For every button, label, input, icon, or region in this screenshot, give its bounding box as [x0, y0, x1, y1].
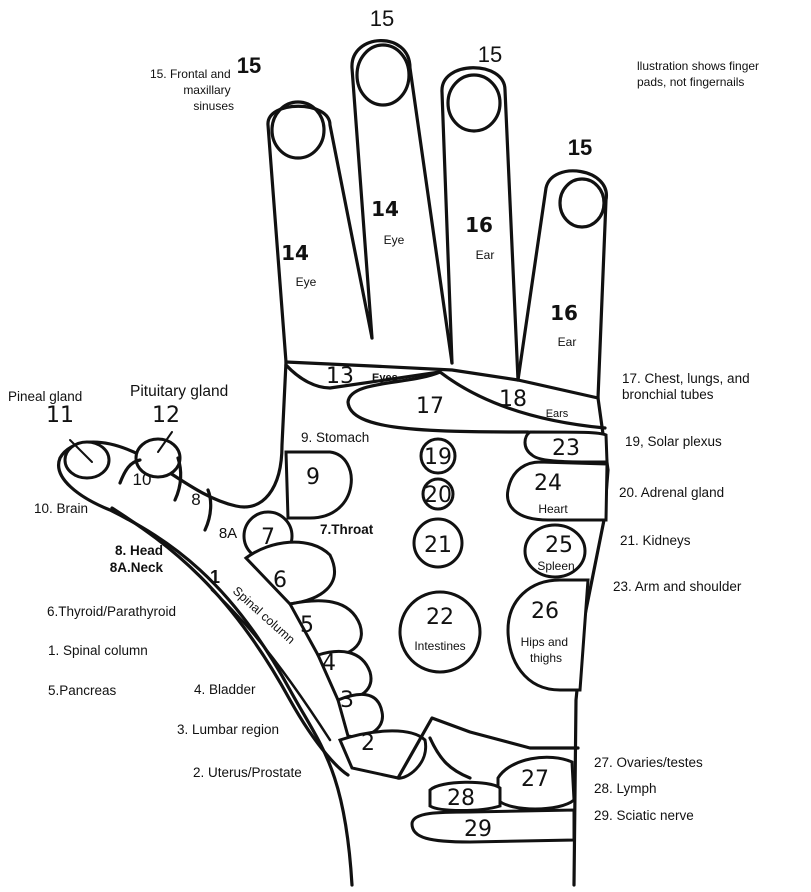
- label-16-ring: 16: [465, 213, 493, 237]
- pineal-label: Pineal gland: [8, 389, 82, 404]
- ovaries-label: 27. Ovaries/testes: [594, 755, 703, 770]
- label-19: 19: [424, 445, 452, 470]
- zone-11-shape: [65, 442, 109, 478]
- head-label: 8. Head: [115, 543, 163, 558]
- label-4: 4: [322, 651, 336, 676]
- thyroid-label: 6.Thyroid/Parathyroid: [47, 604, 176, 619]
- label-16-little: 16: [550, 301, 578, 325]
- label-15-top-center: 15: [370, 6, 394, 31]
- wrist-inner: [430, 738, 470, 778]
- label-8: 8: [191, 490, 200, 509]
- sinuses-label: 15. Frontal and maxillary sinuses: [150, 67, 234, 113]
- label-27: 27: [521, 767, 549, 792]
- sciatic-label: 29. Sciatic nerve: [594, 808, 694, 823]
- little-finger-outline: [518, 171, 606, 398]
- label-ear-little: Ear: [558, 335, 577, 349]
- label-26: 26: [531, 599, 559, 624]
- chest-label: 17. Chest, lungs, and bronchial tubes: [622, 371, 753, 402]
- little-finger-pad: [560, 179, 604, 227]
- label-eye-middle: Eye: [384, 233, 405, 247]
- index-finger-pad: [272, 102, 324, 158]
- pituitary-label: Pituitary gland: [130, 383, 228, 400]
- zone-22-shape: [400, 592, 480, 672]
- throat-label: 7.Throat: [320, 522, 374, 537]
- label-7: 7: [261, 525, 275, 550]
- label-18: 18: [499, 387, 527, 412]
- brain-label: 10. Brain: [34, 501, 88, 516]
- label-3: 3: [340, 688, 354, 713]
- neck-label: 8A.Neck: [110, 560, 164, 575]
- label-14-index: 14: [281, 241, 309, 265]
- uterus-label: 2. Uterus/Prostate: [193, 765, 302, 780]
- label-25-spleen: Spleen: [537, 559, 574, 573]
- label-13-eyes: Eyes: [372, 372, 398, 384]
- label-18-ears: Ears: [546, 408, 569, 420]
- label-29: 29: [464, 817, 492, 842]
- label-15-far-right: 15: [568, 135, 592, 160]
- label-24-heart: Heart: [538, 502, 568, 516]
- label-ear-ring: Ear: [476, 248, 495, 262]
- label-13: 13: [326, 364, 354, 389]
- stomach-label: 9. Stomach: [301, 430, 369, 445]
- label-9: 9: [306, 465, 320, 490]
- zone-29-shape: [412, 810, 574, 842]
- pancreas-label: 5.Pancreas: [48, 683, 117, 698]
- label-22: 22: [426, 605, 454, 630]
- label-17: 17: [416, 394, 444, 419]
- label-28: 28: [447, 786, 475, 811]
- label-12: 12: [152, 403, 180, 428]
- spinal-column-label: 1. Spinal column: [48, 643, 148, 658]
- kidneys-label: 21. Kidneys: [620, 533, 691, 548]
- arm-label: 23. Arm and shoulder: [613, 579, 742, 594]
- label-8a: 8A: [219, 525, 237, 542]
- label-25: 25: [545, 533, 573, 558]
- adrenal-label: 20. Adrenal gland: [619, 485, 724, 500]
- label-23: 23: [552, 436, 580, 461]
- label-11: 11: [46, 403, 74, 428]
- label-2: 2: [361, 731, 375, 756]
- label-15-top-left: 15: [237, 53, 261, 78]
- middle-finger-pad: [357, 45, 409, 105]
- label-20: 20: [424, 483, 452, 508]
- ring-finger-pad: [448, 75, 500, 131]
- label-10: 10: [133, 470, 152, 489]
- label-1: 1: [210, 567, 220, 587]
- solar-label: 19, Solar plexus: [625, 434, 722, 449]
- zone-6-shape: [246, 542, 334, 604]
- label-15-top-right: 15: [478, 42, 502, 67]
- label-6: 6: [273, 568, 287, 593]
- note-text: llustration shows finger pads, not finge…: [637, 59, 762, 89]
- lymph-label: 28. Lymph: [594, 781, 657, 796]
- label-14-middle: 14: [371, 197, 399, 221]
- label-24: 24: [534, 471, 562, 496]
- lumbar-label: 3. Lumbar region: [177, 722, 279, 737]
- bladder-label: 4. Bladder: [194, 682, 256, 697]
- label-22-intestines: Intestines: [414, 639, 465, 653]
- label-21: 21: [424, 533, 452, 558]
- label-eye-index: Eye: [296, 275, 317, 289]
- label-5: 5: [300, 613, 314, 638]
